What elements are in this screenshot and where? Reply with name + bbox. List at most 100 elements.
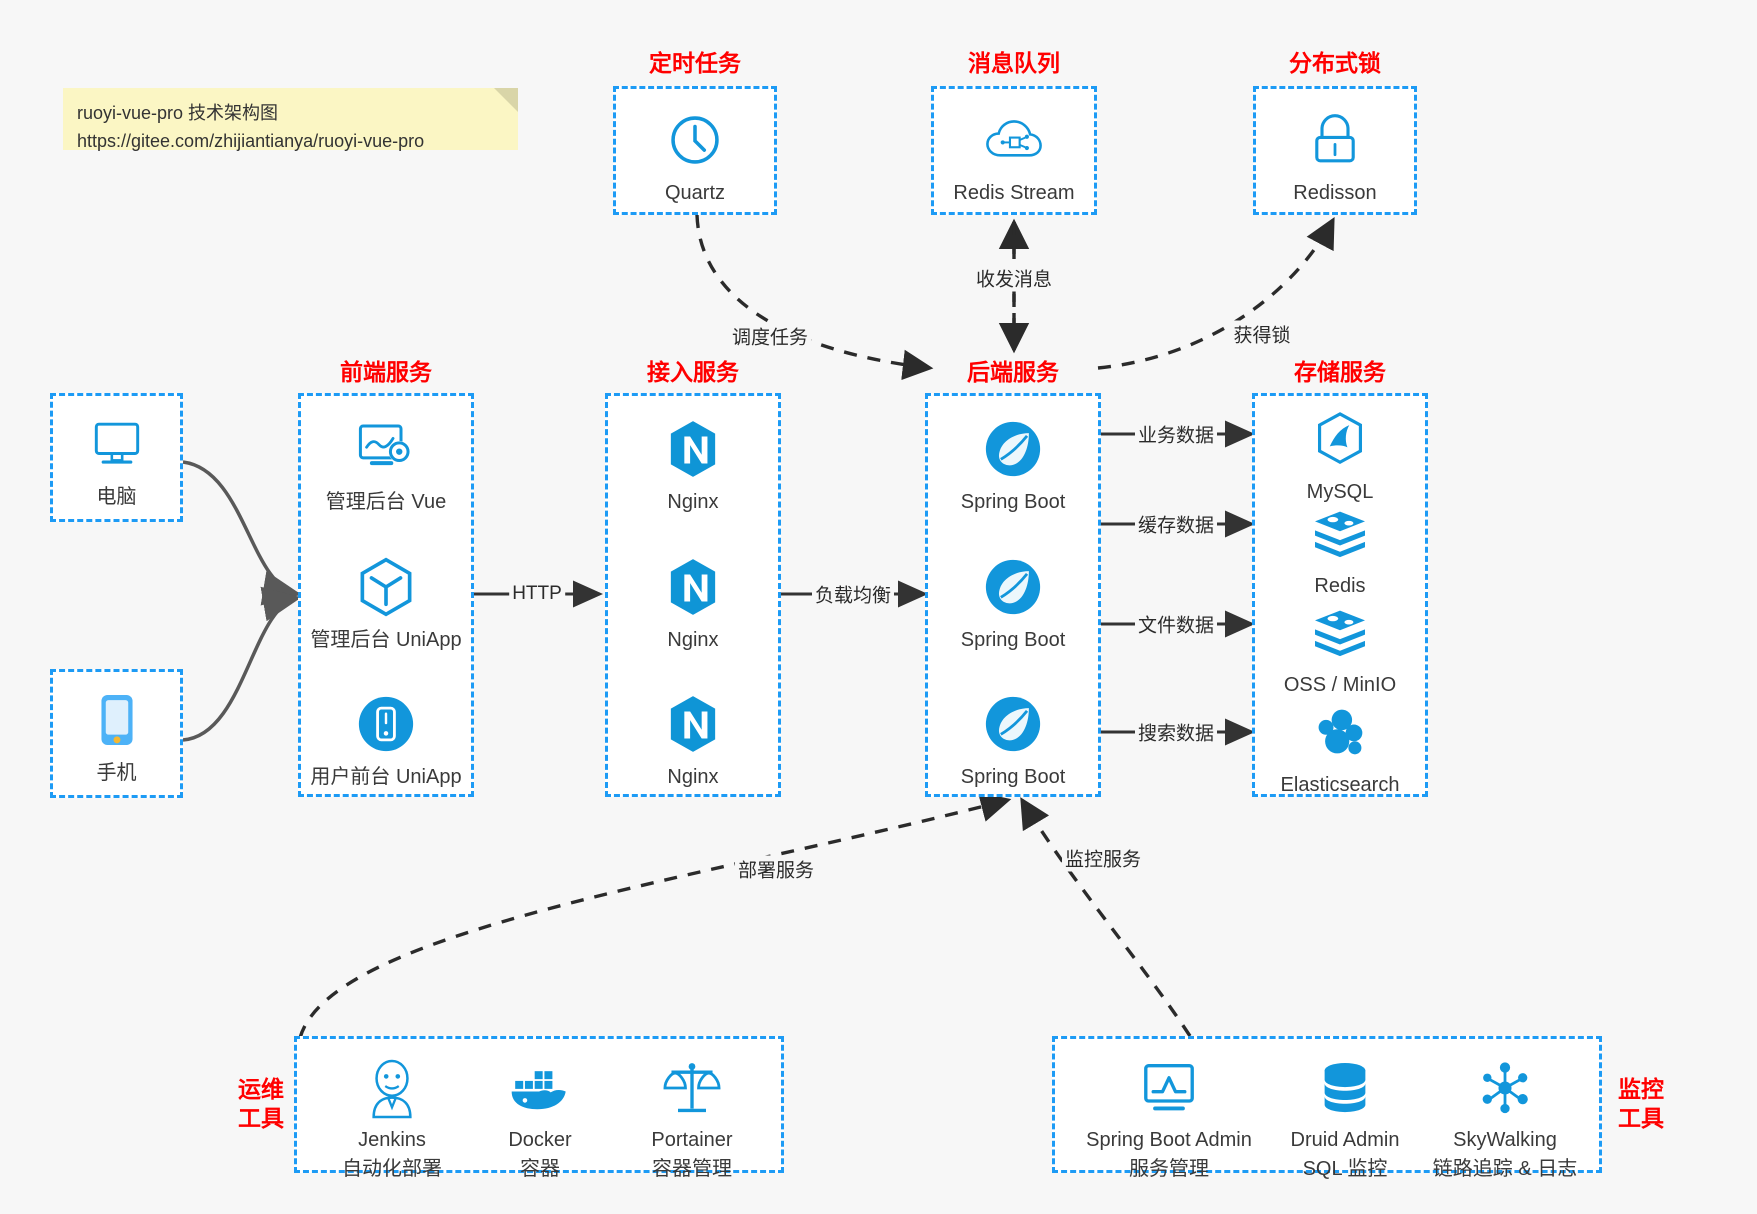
node-label: Nginx bbox=[667, 766, 719, 788]
node-nginx-3[interactable]: Nginx bbox=[608, 693, 778, 790]
group-title-gateway: 接入服务 bbox=[647, 359, 739, 385]
node-label: 管理后台 Vue bbox=[325, 491, 447, 513]
node-label: Spring Boot bbox=[960, 629, 1066, 651]
dashboard-gear-icon bbox=[301, 418, 471, 480]
node-elasticsearch[interactable]: Elasticsearch bbox=[1255, 701, 1425, 798]
group-title-message-queue: 消息队列 bbox=[968, 50, 1060, 76]
node-druid-admin[interactable]: Druid Admin SQL 监控 bbox=[1255, 1055, 1435, 1183]
node-quartz[interactable]: Quartz bbox=[616, 109, 774, 206]
node-desc: 容器管理 bbox=[652, 1158, 732, 1180]
docker-icon bbox=[465, 1055, 615, 1121]
node-desktop[interactable]: 电脑 bbox=[53, 413, 180, 510]
node-name: Jenkins bbox=[358, 1129, 426, 1151]
note-line-2: https://gitee.com/zhijiantianya/ruoyi-vu… bbox=[77, 130, 425, 151]
spring-boot-icon bbox=[928, 556, 1098, 618]
node-desc: 容器 bbox=[520, 1158, 560, 1180]
node-admin-vue[interactable]: 管理后台 Vue bbox=[301, 418, 471, 515]
node-docker[interactable]: Docker 容器 bbox=[465, 1055, 615, 1183]
group-box-backend: Spring Boot Spring Boot Spring Boot bbox=[925, 393, 1101, 797]
scales-icon bbox=[617, 1055, 767, 1121]
node-label: Spring Boot bbox=[960, 766, 1066, 788]
node-spring-boot-3[interactable]: Spring Boot bbox=[928, 693, 1098, 790]
node-mysql[interactable]: MySQL bbox=[1255, 408, 1425, 505]
node-portainer[interactable]: Portainer 容器管理 bbox=[617, 1055, 767, 1183]
group-box-storage: MySQL Redis OSS bbox=[1252, 393, 1428, 797]
note-fold-corner bbox=[494, 88, 518, 112]
node-nginx-1[interactable]: Nginx bbox=[608, 418, 778, 515]
group-box-client-mobile: 手机 bbox=[50, 669, 183, 798]
mobile-circle-icon bbox=[301, 693, 471, 755]
group-title-devops: 运维 工具 bbox=[238, 1076, 284, 1131]
node-oss-minio[interactable]: OSS / MinIO bbox=[1255, 601, 1425, 698]
node-name: Spring Boot Admin bbox=[1086, 1129, 1252, 1151]
node-skywalking[interactable]: SkyWalking 链路追踪 & 日志 bbox=[1410, 1055, 1600, 1183]
node-desc: 链路追踪 & 日志 bbox=[1432, 1158, 1578, 1180]
node-jenkins[interactable]: Jenkins 自动化部署 bbox=[317, 1055, 467, 1183]
edge-label-cache-data: 缓存数据 bbox=[1134, 510, 1218, 538]
clock-icon bbox=[616, 109, 774, 171]
node-user-uniapp[interactable]: 用户前台 UniApp bbox=[301, 693, 471, 790]
group-box-devops: Jenkins 自动化部署 Docker 容器 bbox=[294, 1036, 784, 1180]
group-box-message-queue: Redis Stream bbox=[931, 86, 1097, 215]
edge-label-load-balance: 负载均衡 bbox=[811, 580, 895, 608]
elasticsearch-icon bbox=[1255, 701, 1425, 763]
group-title-frontend: 前端服务 bbox=[340, 359, 432, 385]
node-label: 用户前台 UniApp bbox=[310, 766, 462, 788]
edge-label-http: HTTP bbox=[509, 583, 565, 605]
node-label: Quartz bbox=[664, 182, 726, 204]
node-redis[interactable]: Redis bbox=[1255, 502, 1425, 599]
group-title-distributed-lock: 分布式锁 bbox=[1289, 50, 1381, 76]
desktop-icon bbox=[53, 413, 180, 475]
node-spring-boot-2[interactable]: Spring Boot bbox=[928, 556, 1098, 653]
database-icon bbox=[1255, 1055, 1435, 1121]
node-label: Nginx bbox=[667, 491, 719, 513]
edge-label-deploy-service: 部署服务 bbox=[734, 855, 818, 883]
node-redis-stream[interactable]: Redis Stream bbox=[934, 109, 1094, 206]
mysql-icon bbox=[1255, 408, 1425, 470]
group-box-scheduled-task: Quartz bbox=[613, 86, 777, 215]
mobile-icon bbox=[53, 689, 180, 751]
edge-label-schedule-task: 调度任务 bbox=[728, 322, 812, 350]
hexagon-cube-icon bbox=[301, 556, 471, 618]
skywalking-icon bbox=[1410, 1055, 1600, 1121]
node-name: Docker bbox=[508, 1129, 572, 1151]
node-label: Elasticsearch bbox=[1280, 774, 1400, 796]
node-desc: SQL 监控 bbox=[1302, 1158, 1388, 1180]
node-nginx-2[interactable]: Nginx bbox=[608, 556, 778, 653]
jenkins-icon bbox=[317, 1055, 467, 1121]
node-label: Redis Stream bbox=[953, 182, 1075, 204]
redis-icon bbox=[1255, 502, 1425, 564]
spring-boot-icon bbox=[928, 693, 1098, 755]
nginx-icon bbox=[608, 693, 778, 755]
node-name: Druid Admin bbox=[1290, 1129, 1400, 1151]
edge-label-send-receive-message: 收发消息 bbox=[972, 264, 1056, 292]
node-admin-uniapp[interactable]: 管理后台 UniApp bbox=[301, 556, 471, 653]
edge-label-file-data: 文件数据 bbox=[1134, 610, 1218, 638]
group-title-storage: 存储服务 bbox=[1294, 359, 1386, 385]
node-label: 手机 bbox=[96, 762, 137, 784]
spring-boot-icon bbox=[928, 418, 1098, 480]
edge-label-monitor-service: 监控服务 bbox=[1061, 844, 1145, 872]
nginx-icon bbox=[608, 556, 778, 618]
node-label: OSS / MinIO bbox=[1283, 674, 1397, 696]
node-mobile[interactable]: 手机 bbox=[53, 689, 180, 786]
node-spring-boot-1[interactable]: Spring Boot bbox=[928, 418, 1098, 515]
monitor-chart-icon bbox=[1069, 1055, 1269, 1121]
edge-label-search-data: 搜索数据 bbox=[1134, 718, 1218, 746]
cloud-stream-icon bbox=[934, 109, 1094, 171]
node-spring-boot-admin[interactable]: Spring Boot Admin 服务管理 bbox=[1069, 1055, 1269, 1183]
edge-label-business-data: 业务数据 bbox=[1134, 420, 1218, 448]
node-desc: 服务管理 bbox=[1129, 1158, 1209, 1180]
node-redisson[interactable]: Redisson bbox=[1256, 109, 1414, 206]
node-label: Spring Boot bbox=[960, 491, 1066, 513]
title-note: ruoyi-vue-pro 技术架构图 https://gitee.com/zh… bbox=[63, 88, 518, 151]
node-label: 管理后台 UniApp bbox=[310, 629, 462, 651]
node-label: 电脑 bbox=[96, 486, 137, 508]
group-box-monitoring: Spring Boot Admin 服务管理 Druid Admin SQL 监… bbox=[1052, 1036, 1602, 1180]
group-box-frontend: 管理后台 Vue 管理后台 UniApp 用户前台 UniApp bbox=[298, 393, 474, 797]
node-label: MySQL bbox=[1306, 481, 1374, 503]
group-box-distributed-lock: Redisson bbox=[1253, 86, 1417, 215]
group-box-gateway: Nginx Nginx Nginx bbox=[605, 393, 781, 797]
edge-label-acquire-lock: 获得锁 bbox=[1230, 320, 1294, 348]
